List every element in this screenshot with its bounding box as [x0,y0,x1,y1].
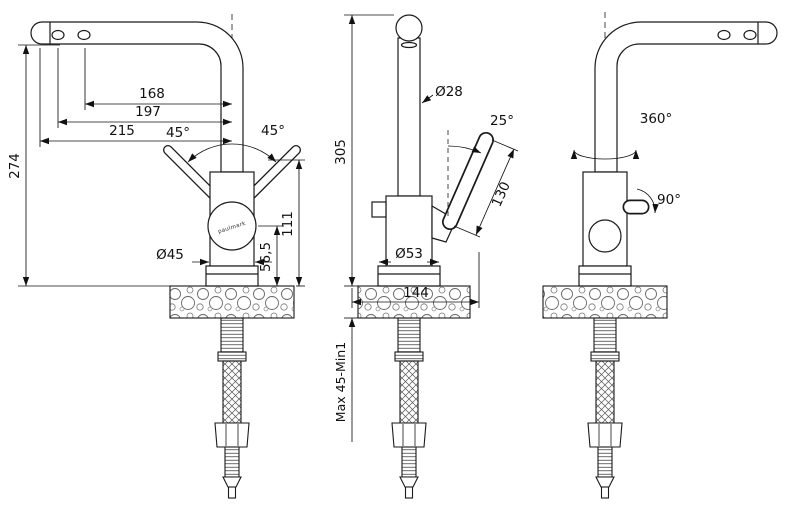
dim-depth-label: 144 [403,285,429,301]
faucet-base [578,265,632,287]
aerator-detail-icon [717,29,731,41]
spout-end-ball [395,14,423,42]
front-view-dimensions: 305 Ø28 25° 130 Ø53 144 Max 45-Min1 [333,14,519,442]
dim-lever-angle-left-label: 45° [166,125,190,141]
dim-filter-lever-angle-label: 25° [490,113,514,129]
dim-spout-diameter-label: Ø28 [435,84,463,100]
supply-hose-assembly [214,317,250,499]
aerator-detail-icon [77,29,91,41]
dim-handle-angle-label: 90° [657,192,681,208]
dim-lever-angle-right-label: 45° [261,123,285,139]
dim-reach-mid-label: 197 [135,104,161,120]
dim-swivel-angle-label: 360° [640,111,673,127]
left-view-dimensions: 274 168 197 215 45° 45° Ø45 111 56,5 [7,44,305,287]
dim-reach-outer-label: 215 [109,123,135,139]
faucet-base [377,265,441,287]
aerator-detail-icon [51,29,65,41]
dim-base-diameter-label: Ø53 [395,246,423,262]
faucet-body [385,195,433,267]
spout-left [30,21,244,173]
dim-reach-inner-label: 168 [139,86,165,102]
supply-hose-assembly [587,317,623,499]
dim-body-diameter-label: Ø45 [156,247,184,263]
front-view: 305 Ø28 25° 130 Ø53 144 Max 45-Min1 [333,14,519,499]
dim-mounting-thickness-label: Max 45-Min1 [333,342,348,422]
ball-joint [207,201,257,251]
supply-hose-assembly [391,317,427,499]
handle-boss [588,219,622,253]
dim-body-height-label: 56,5 [258,242,274,272]
spout-right [594,21,778,173]
spout-neck-line [400,41,418,49]
dim-total-height-label: 305 [333,139,349,165]
left-side-view: paulmark 274 168 [7,14,305,499]
faucet-base [205,265,259,287]
dim-spout-height-label: 274 [7,153,23,179]
countertop [169,285,295,319]
dim-filter-lever-length-label: 130 [489,179,514,209]
right-side-view: 360° 90° [542,12,778,499]
filter-lever [442,132,494,230]
side-tab [371,201,387,218]
aerator-detail-icon [743,29,757,41]
dim-lever-height-label: 111 [280,211,296,237]
spout-column [397,37,421,197]
countertop [542,285,668,319]
right-view-dimensions: 360° 90° [570,111,681,214]
